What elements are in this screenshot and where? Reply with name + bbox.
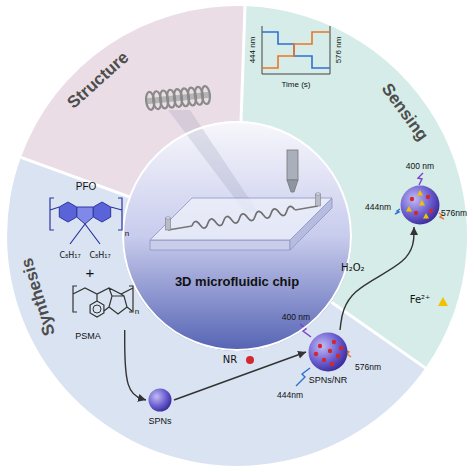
iron-triangle — [438, 297, 448, 306]
structure-formula: PSMA — [72, 284, 134, 328]
microfluidic-chip-part — [166, 218, 171, 230]
nanoparticle-outline-part — [336, 354, 340, 358]
microfluidic-chip-part — [316, 194, 321, 206]
node-label: SPNs — [148, 417, 171, 426]
structure-formula-outline-part — [59, 202, 110, 222]
nanoparticle: 400 nm444nm576nm — [400, 185, 440, 225]
microfluidic-chip-part — [168, 206, 318, 230]
repeat-index: n — [125, 230, 129, 238]
nanoparticle: SPNs — [148, 388, 172, 412]
microfluidic-chip-part — [287, 180, 298, 192]
node-label: 444nm — [277, 391, 303, 400]
nanoparticle-outline-part — [328, 349, 332, 353]
nanoparticle-outline-part — [314, 352, 318, 356]
time-trace-chart-part — [262, 32, 330, 68]
nanoparticle-outline-part — [410, 197, 414, 201]
node-label: PFO — [76, 182, 97, 192]
side-chain: C₈H₁₇ — [59, 252, 80, 260]
reagent-label: Fe²⁺ — [410, 295, 431, 305]
structure-formula-outline-part — [77, 207, 94, 224]
nanoparticle-outline-part — [322, 358, 326, 362]
structure-formula-outline — [48, 196, 124, 248]
section-title: Structure — [64, 48, 132, 111]
sector-divider — [21, 6, 426, 368]
time-trace-chart-part — [262, 26, 330, 74]
nanoparticle-outline-part — [414, 211, 418, 215]
microfluidic-chip-part — [150, 240, 290, 250]
chip-disk-outline-part — [123, 122, 351, 350]
chip-disk-outline — [122, 121, 352, 351]
microfluidic-chip-part — [166, 217, 171, 219]
reaction-arrow — [174, 352, 306, 400]
side-chain: C₈H₁₇ — [89, 252, 110, 260]
node-label: 576nm — [355, 363, 381, 372]
plus-sign: + — [86, 265, 95, 280]
helix-structure-part — [201, 86, 211, 105]
structure-formula: PFO — [48, 196, 124, 248]
sector-band — [7, 6, 467, 466]
chip-disk: 3D microfluidic chip — [122, 121, 352, 351]
light-bolt-part — [395, 209, 400, 214]
nanoparticle-outline-part — [401, 186, 440, 225]
node-label: 400 nm — [406, 162, 434, 171]
node-label: 400 nm — [282, 313, 310, 322]
nanoparticle: 400 nmSPNs/NR444nm576nm — [308, 332, 348, 372]
light-bolt — [296, 173, 444, 386]
node-label: SPNs/NR — [309, 376, 348, 385]
node-label: 444nm — [365, 203, 391, 212]
axis-label: 444 nm — [249, 37, 257, 64]
nanoparticle-outline-part — [423, 213, 429, 219]
time-trace-chart — [262, 26, 330, 74]
microfluidic-chip-part — [191, 206, 295, 230]
edge-label: NR — [223, 355, 237, 365]
structure-formula-outline-part — [93, 305, 101, 313]
center-disk — [122, 121, 352, 351]
nanoparticle-outline-part — [332, 340, 336, 344]
node-label: 3D microfluidic chip — [175, 275, 299, 288]
nanoparticle-outline-part — [406, 206, 412, 212]
axis-label: 576 nm — [335, 37, 343, 64]
structure-formula-outline-part — [50, 198, 122, 244]
nanoparticle-outline — [148, 388, 172, 412]
nanoparticle-outline-part — [309, 333, 348, 372]
node-label: 576nm — [441, 209, 467, 218]
helix-structure-part — [146, 95, 210, 102]
microfluidic-chip-part — [150, 198, 332, 240]
nanoparticle-outline-part — [339, 346, 343, 350]
section-title: Synthesis — [18, 256, 58, 338]
node-label: PSMA — [75, 332, 101, 341]
nanoparticle-outline-part — [426, 195, 430, 199]
structure-formula-outline — [72, 284, 134, 328]
nanoparticle-outline-part — [419, 200, 425, 206]
edge-label: H₂O₂ — [341, 263, 364, 273]
dye-dot — [246, 356, 254, 364]
microfluidic-chip-part — [316, 193, 321, 195]
nanoparticle-outline-part — [330, 362, 334, 366]
axis-label: Time (s) — [281, 81, 310, 89]
microfluidic-chip-part — [287, 150, 298, 180]
section-title: Sensing — [379, 80, 432, 143]
light-bolt-part — [418, 173, 423, 185]
structure-formula-outline-part — [73, 286, 133, 317]
nanoparticle-outline — [308, 332, 348, 372]
microfluidic-chip — [150, 150, 332, 250]
time-trace-chart-part — [262, 32, 330, 68]
repeat-index: n — [135, 308, 139, 316]
nanoparticle-outline-part — [417, 190, 423, 196]
reaction-arrow — [125, 330, 146, 400]
nanoparticle-outline-part — [429, 209, 433, 213]
nanoparticle-outline-part — [149, 389, 172, 412]
helix-structure — [145, 86, 211, 111]
nanoparticle-outline-part — [318, 344, 322, 348]
light-bolt-part — [296, 368, 310, 386]
nanoparticle-outline — [400, 185, 440, 225]
